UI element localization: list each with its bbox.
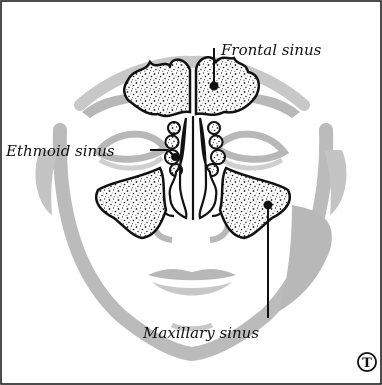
ethmoid-sinus-label: Ethmoid sinus: [5, 142, 115, 160]
credit-logo: T: [358, 353, 376, 371]
credit-mark: T: [362, 356, 372, 371]
frontal-sinus-label: Frontal sinus: [220, 41, 322, 59]
maxillary-sinus-label: Maxillary sinus: [142, 324, 259, 342]
